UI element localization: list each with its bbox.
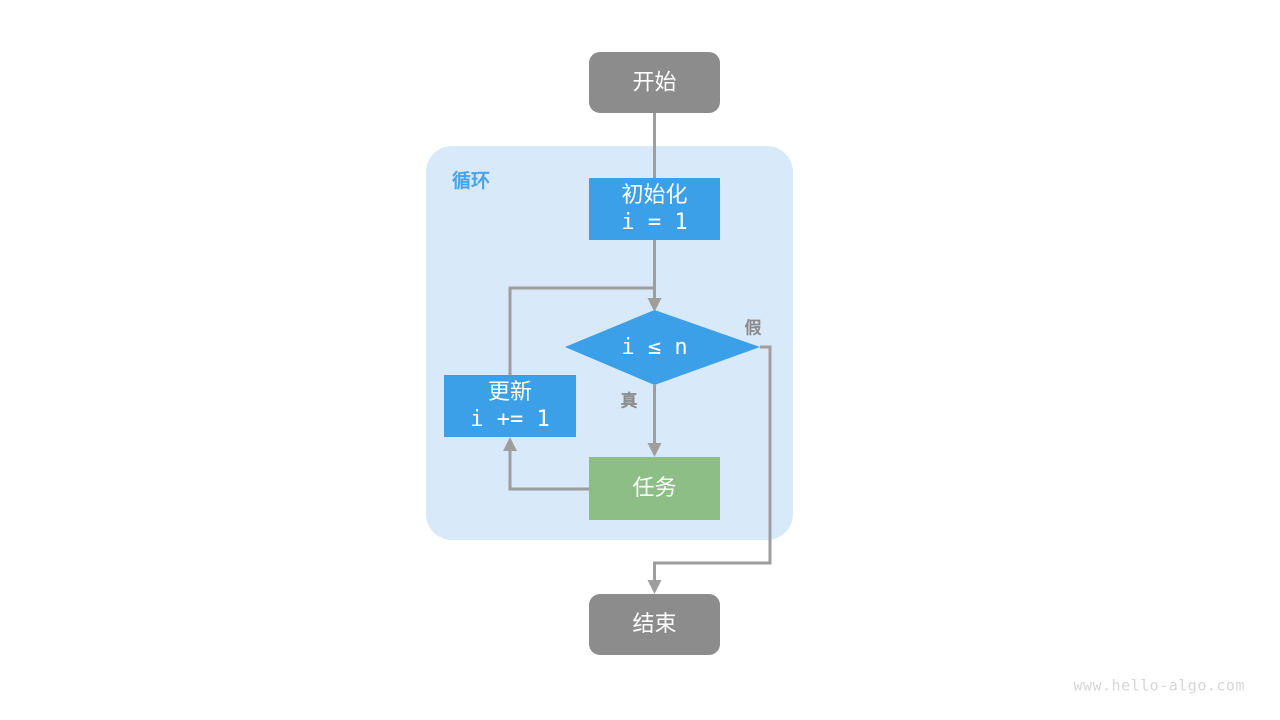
arrowhead-task-to-update (503, 437, 517, 451)
loop-group-label: 循环 (452, 169, 490, 192)
node-start[interactable]: 开始 (589, 52, 720, 113)
node-condition-label: i ≤ n (621, 335, 687, 360)
node-condition[interactable]: i ≤ n (565, 310, 760, 385)
arrowhead-condition-to-task (647, 443, 662, 457)
node-task-shape (589, 457, 720, 520)
node-condition-shape (565, 310, 760, 385)
edge-task-to-update (508, 446, 589, 491)
node-init-label-line1: 初始化 (621, 182, 687, 207)
edge-condition-to-end (653, 345, 772, 585)
node-init-shape (589, 178, 720, 240)
node-task-label: 任务 (632, 475, 676, 500)
watermark-url: www.hello-algo.com (1073, 677, 1245, 695)
node-init[interactable]: 初始化 i = 1 (589, 178, 720, 240)
edge-label-false: 假 (745, 317, 762, 337)
node-end[interactable]: 结束 (589, 594, 720, 655)
edge-update-to-condition (508, 286, 655, 375)
node-end-label: 结束 (632, 611, 676, 636)
node-update[interactable]: 更新 i += 1 (444, 375, 576, 437)
node-update-label-line2: i += 1 (470, 407, 549, 432)
node-update-label-line1: 更新 (488, 379, 532, 404)
arrowhead-init-to-condition (647, 298, 662, 312)
node-end-shape (589, 594, 720, 655)
arrowhead-condition-to-end (647, 580, 662, 594)
node-start-label: 开始 (632, 69, 676, 94)
node-update-shape (444, 375, 576, 437)
edge-label-true: 真 (621, 390, 638, 410)
node-start-shape (589, 52, 720, 113)
node-task[interactable]: 任务 (589, 457, 720, 520)
node-init-label-line2: i = 1 (621, 210, 687, 235)
